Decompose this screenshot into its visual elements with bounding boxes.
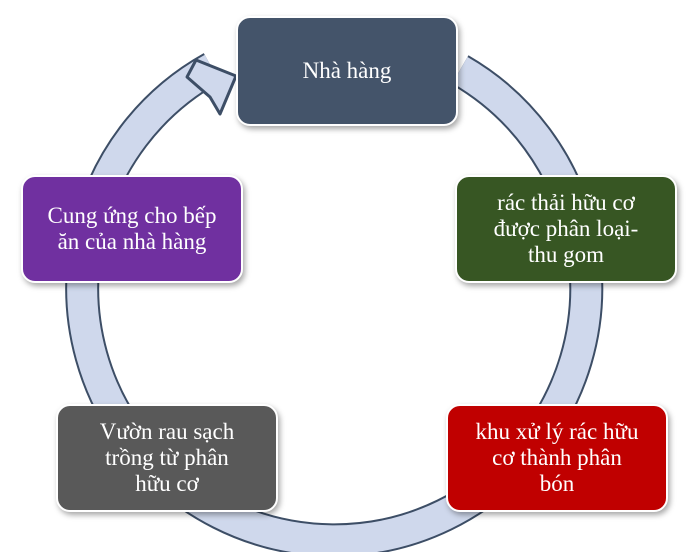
node-organic-waste-collection: rác thải hữu cơ được phân loại- thu gom — [455, 175, 677, 283]
node-vegetable-garden: Vườn rau sạch trồng từ phân hữu cơ — [56, 404, 278, 512]
node-compost-processing: khu xử lý rác hữu cơ thành phân bón — [446, 404, 668, 512]
node-kitchen-supply: Cung ứng cho bếp ăn của nhà hàng — [21, 175, 243, 283]
cycle-arrow-head — [185, 58, 238, 116]
node-restaurant: Nhà hàng — [236, 16, 458, 126]
